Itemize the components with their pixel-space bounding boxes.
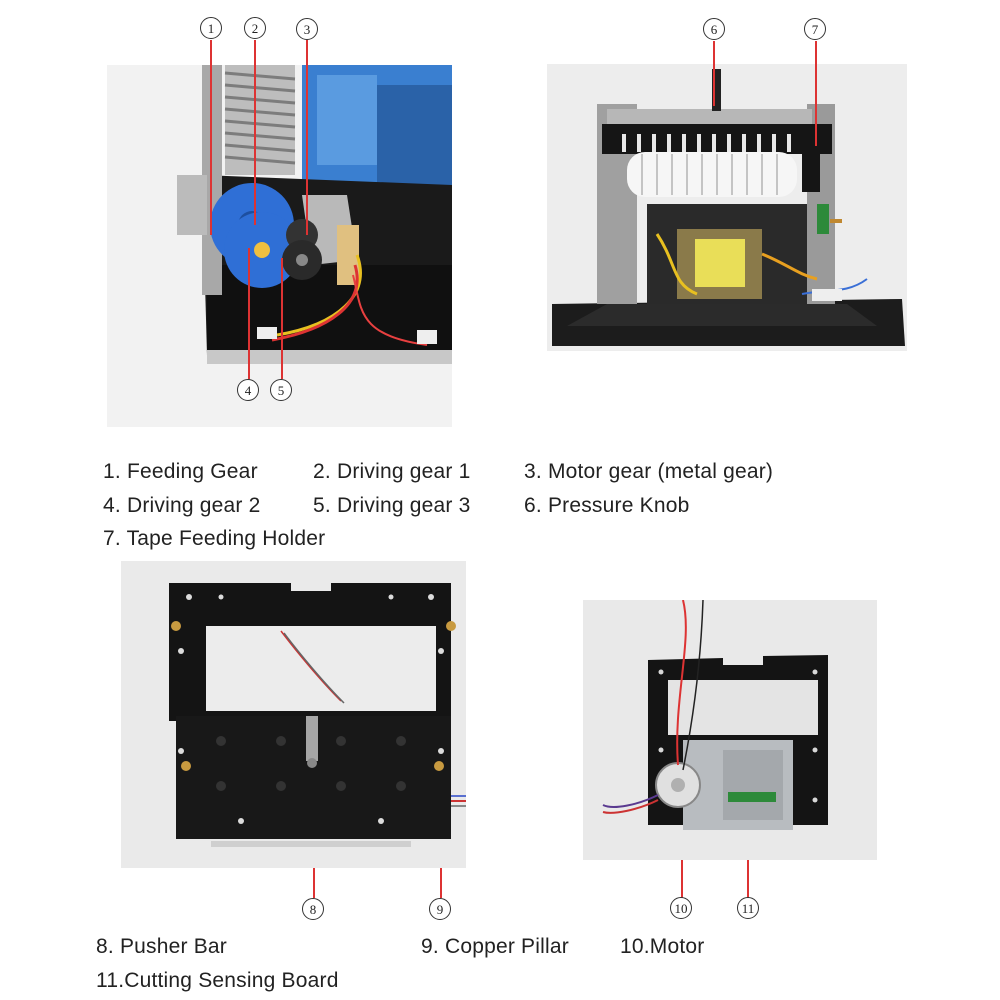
callout-10: 10 xyxy=(670,897,692,919)
leader-line-11 xyxy=(747,860,749,898)
leader-line-9 xyxy=(440,868,442,898)
leader-line-4 xyxy=(248,248,250,379)
leader-line-7 xyxy=(815,41,817,146)
gear-assembly-photo xyxy=(107,65,452,427)
motor-sensor-plate-photo xyxy=(583,600,877,860)
leader-line-5 xyxy=(281,258,283,379)
caption-pusher-bar: 8. Pusher Bar xyxy=(96,935,227,958)
callout-5: 5 xyxy=(270,379,292,401)
leader-line-2 xyxy=(254,40,256,225)
caption-motor-gear: 3. Motor gear (metal gear) xyxy=(524,460,774,483)
leader-line-6 xyxy=(713,41,715,106)
callout-6: 6 xyxy=(703,18,725,40)
callout-8: 8 xyxy=(302,898,324,920)
callout-2: 2 xyxy=(244,17,266,39)
pusher-bar-plate-photo xyxy=(121,561,466,868)
caption-driving-gear-2: 4. Driving gear 2 xyxy=(103,494,261,517)
leader-line-1 xyxy=(210,40,212,235)
callout-3: 3 xyxy=(296,18,318,40)
caption-driving-gear-3: 5. Driving gear 3 xyxy=(313,494,471,517)
caption-feeding-gear: 1. Feeding Gear xyxy=(103,460,258,483)
caption-pressure-knob: 6. Pressure Knob xyxy=(524,494,690,517)
callout-7: 7 xyxy=(804,18,826,40)
callout-4: 4 xyxy=(237,379,259,401)
pressure-knob-photo xyxy=(547,64,907,351)
caption-driving-gear-1: 2. Driving gear 1 xyxy=(313,460,471,483)
callout-11: 11 xyxy=(737,897,759,919)
callout-9: 9 xyxy=(429,898,451,920)
leader-line-10 xyxy=(681,860,683,898)
caption-copper-pillar: 9. Copper Pillar xyxy=(421,935,569,958)
leader-line-3 xyxy=(306,40,308,235)
callout-1: 1 xyxy=(200,17,222,39)
leader-line-8 xyxy=(313,868,315,898)
caption-motor: 10.Motor xyxy=(620,935,705,958)
caption-tape-feeding-holder: 7. Tape Feeding Holder xyxy=(103,527,326,550)
caption-cutting-sensing-board: 11.Cutting Sensing Board xyxy=(96,969,339,992)
